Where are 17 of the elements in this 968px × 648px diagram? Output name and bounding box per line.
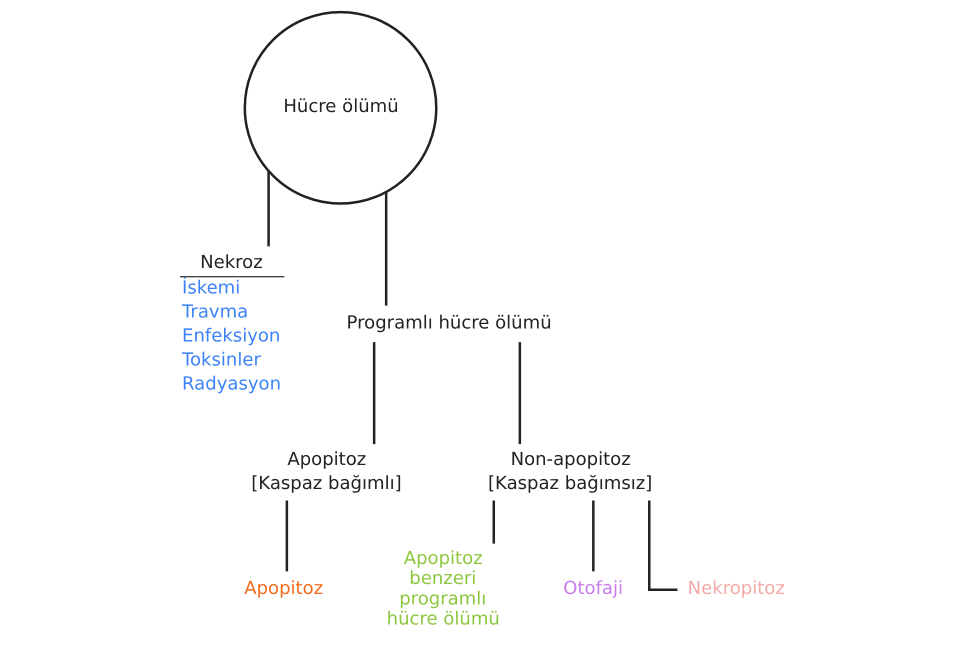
- node-text: Apopitoz benzeri programlı hücre ölümü: [386, 548, 500, 630]
- connector: [286, 500, 288, 572]
- node-text: Nekropitoz: [688, 578, 785, 600]
- connector: [492, 500, 496, 544]
- connector: [592, 500, 595, 572]
- node-text: Apopitoz [Kaspaz bağımlı]: [251, 448, 402, 494]
- node-text: Programlı hücre ölümü: [346, 312, 552, 334]
- node-text: Nekroz İskemi Travma Enfeksiyon Toksinler Radyasyon: [182, 252, 282, 395]
- node-text: Non-apopitoz [Kaspaz bağımsız]: [488, 448, 652, 494]
- node-text: Apopitoz: [244, 578, 324, 600]
- node-circle: Hücre ölümü: [244, 10, 438, 205]
- connector: [267, 171, 270, 246]
- node-text: Otofaji: [563, 578, 624, 600]
- connector: [648, 500, 678, 592]
- connector: [384, 192, 388, 306]
- connector: [372, 342, 376, 444]
- connector: [518, 342, 522, 444]
